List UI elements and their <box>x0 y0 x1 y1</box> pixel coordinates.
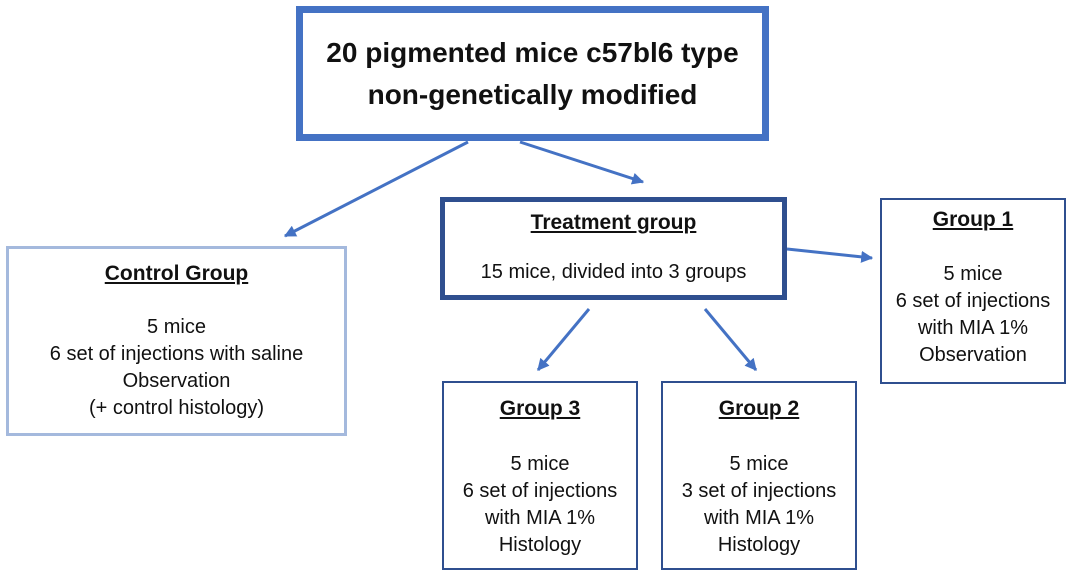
treatment-group-box: Treatment group 15 mice, divided into 3 … <box>440 197 787 300</box>
control-group-line: (+ control histology) <box>88 397 265 419</box>
control-group-line: 6 set of injections with saline <box>49 343 304 365</box>
title-box: 20 pigmented mice c57bl6 type non-geneti… <box>296 6 769 141</box>
group2-line: Histology <box>717 534 801 556</box>
group3-line: with MIA 1% <box>484 507 596 529</box>
group2-line: 3 set of injections <box>681 480 837 502</box>
group3-line: 5 mice <box>510 453 570 475</box>
treatment-group-line: 15 mice, divided into 3 groups <box>480 261 747 283</box>
group1-box: Group 1 5 mice 6 set of injections with … <box>880 198 1066 384</box>
group1-line: 6 set of injections <box>895 290 1051 312</box>
group1-line: Observation <box>919 344 1027 366</box>
group2-line: with MIA 1% <box>703 507 815 529</box>
group3-heading: Group 3 <box>499 397 581 420</box>
control-group-line: 5 mice <box>147 316 206 338</box>
arrow-title-to-control <box>283 140 469 238</box>
arrow-treatment-to-group1 <box>786 247 874 263</box>
arrow-treatment-to-group2 <box>703 308 758 371</box>
group2-line: 5 mice <box>729 453 789 475</box>
arrow-title-to-treatment <box>519 140 645 185</box>
group3-line: 6 set of injections <box>462 480 618 502</box>
group1-heading: Group 1 <box>932 208 1014 231</box>
control-group-heading: Control Group <box>104 262 249 285</box>
group2-heading: Group 2 <box>718 397 800 420</box>
group2-box: Group 2 5 mice 3 set of injections with … <box>661 381 857 570</box>
control-group-line: Observation <box>122 370 231 392</box>
control-group-box: Control Group 5 mice 6 set of injections… <box>6 246 347 436</box>
arrow-treatment-to-group3 <box>536 308 591 371</box>
group1-line: 5 mice <box>943 263 1003 285</box>
title-line-1: 20 pigmented mice c57bl6 type <box>326 36 739 68</box>
group3-box: Group 3 5 mice 6 set of injections with … <box>442 381 638 570</box>
group3-line: Histology <box>498 534 582 556</box>
title-line-2: non-genetically modified <box>367 78 698 110</box>
group1-line: with MIA 1% <box>917 317 1029 339</box>
treatment-group-heading: Treatment group <box>530 211 697 234</box>
